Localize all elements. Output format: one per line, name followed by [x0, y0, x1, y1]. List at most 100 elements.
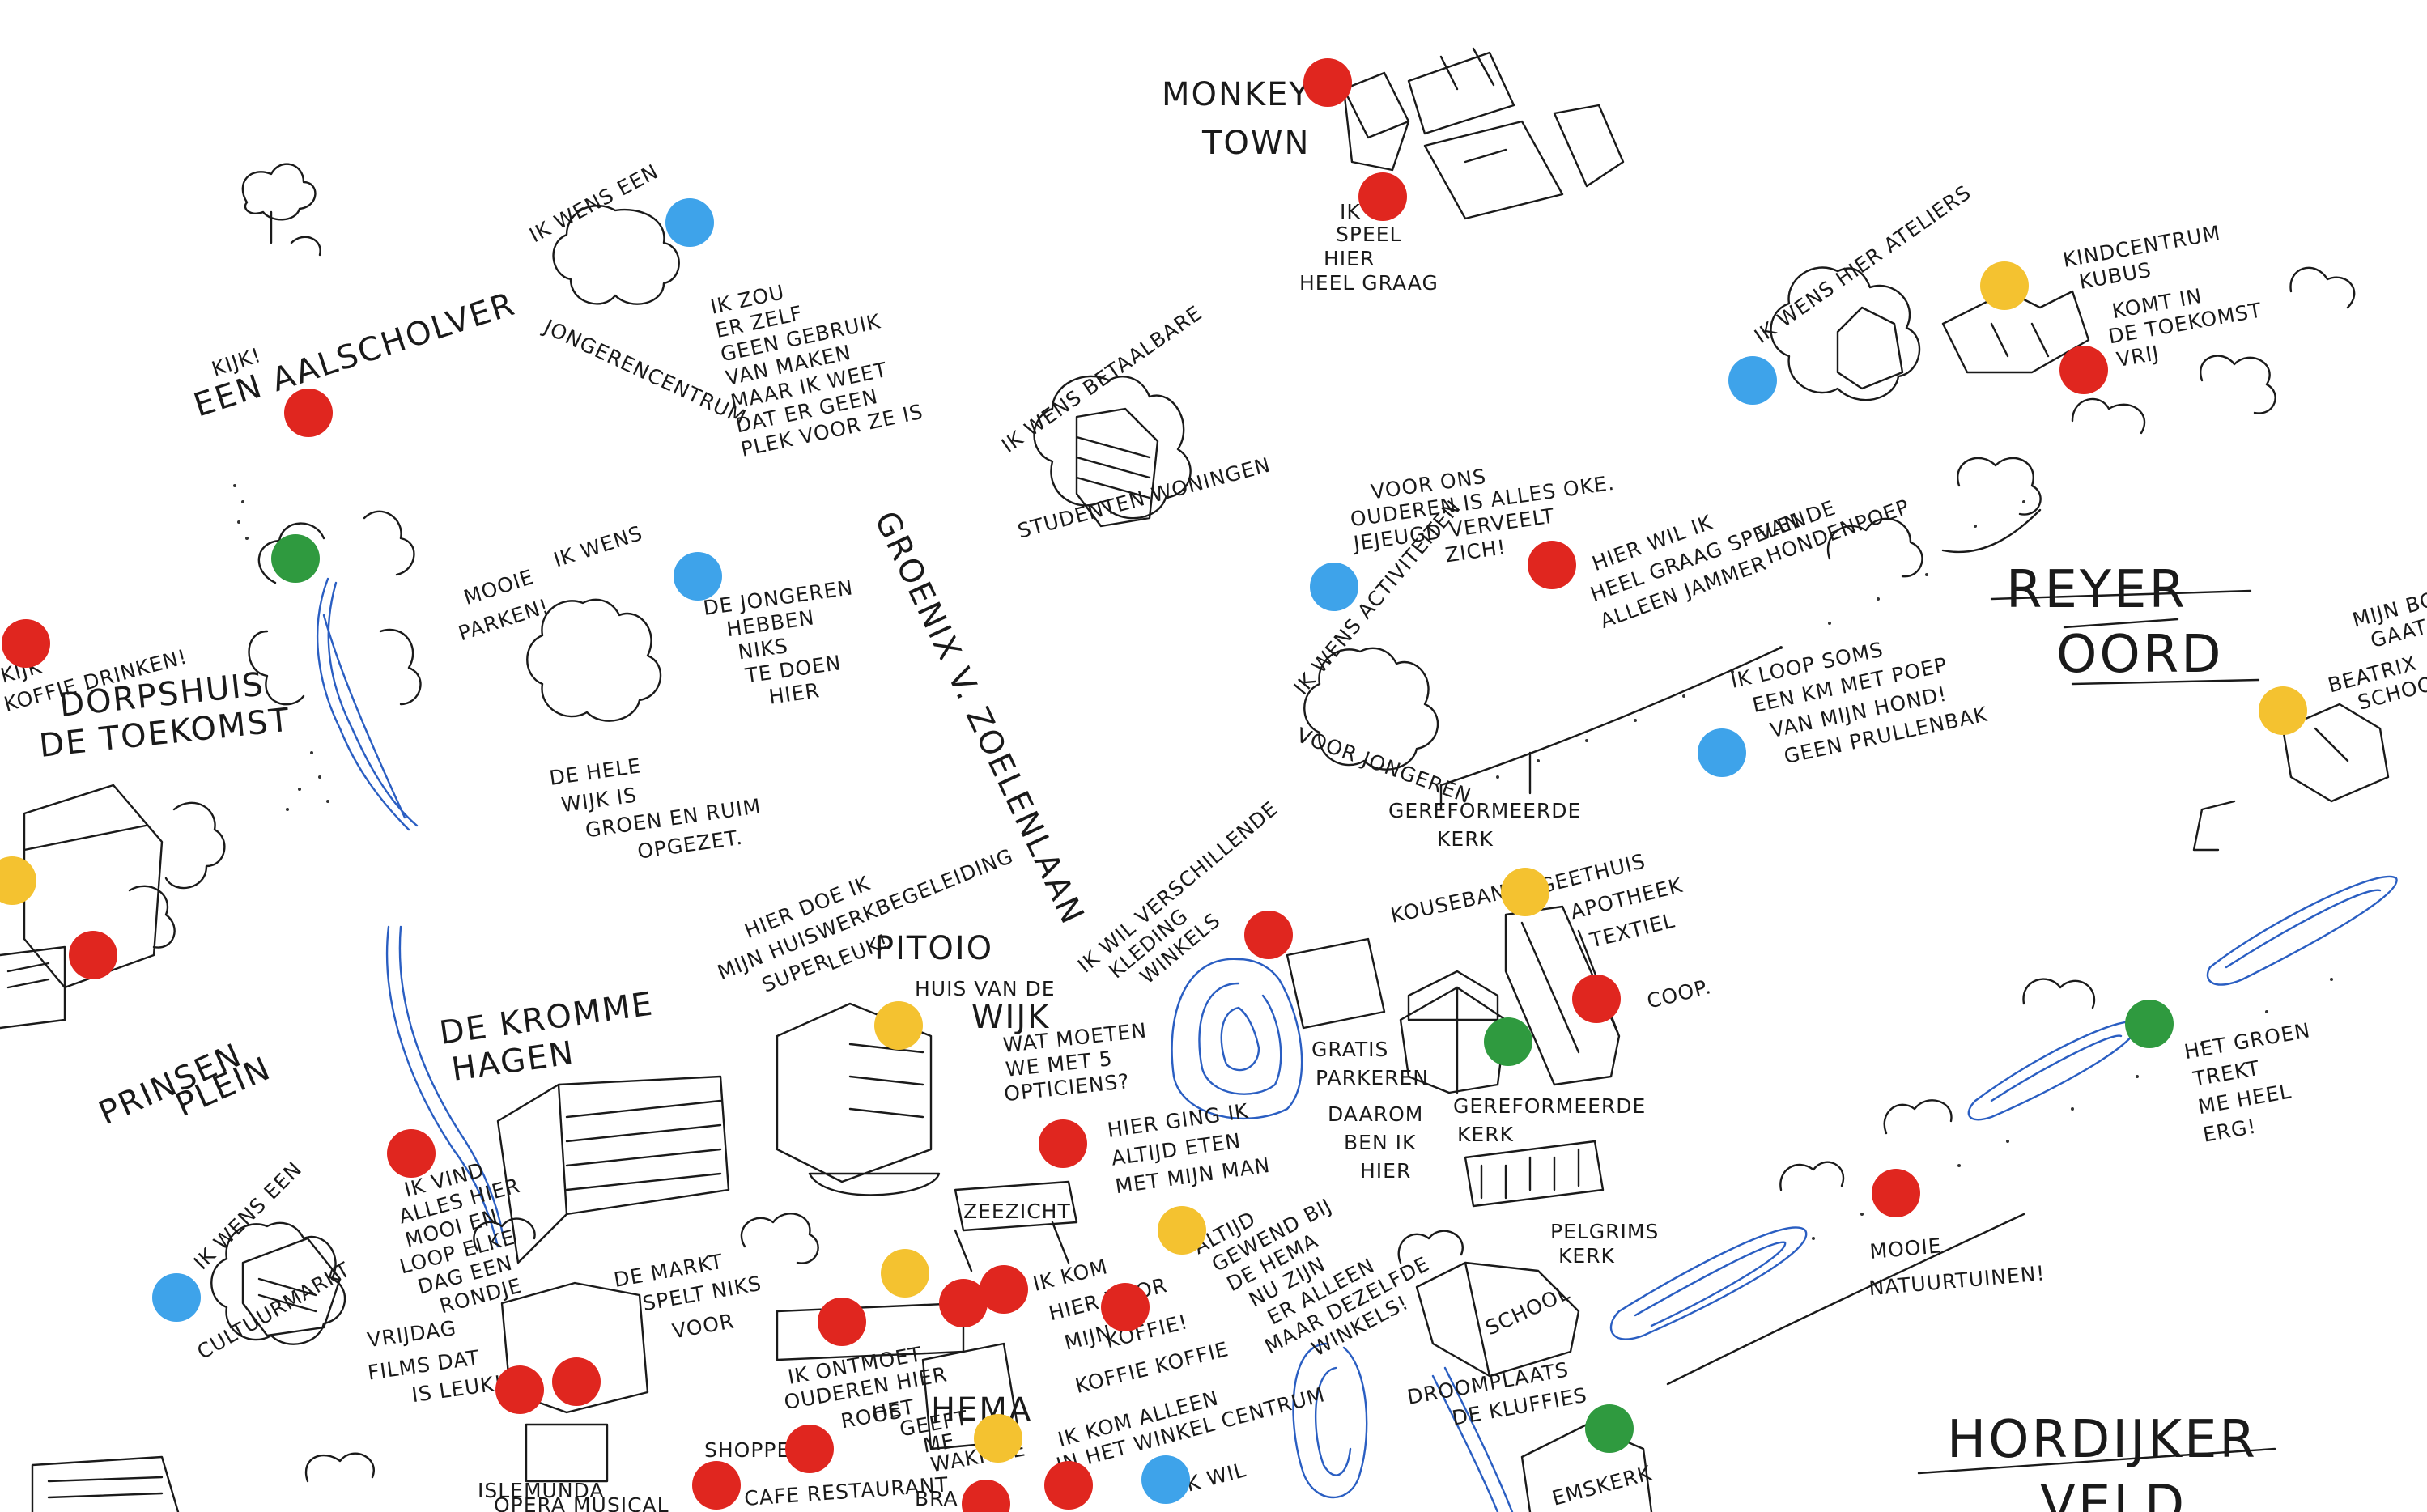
note-pelgrims: PELGRIMS KERK	[1550, 1220, 1659, 1268]
river-sw	[1431, 1366, 1514, 1512]
marker-vrijdag-2[interactable]	[552, 1357, 601, 1406]
note-vrijdag: VRIJDAG FILMS DAT IS LEUK!	[366, 1316, 505, 1407]
marker-kindcentrum[interactable]	[2059, 346, 2108, 394]
note-line: NATUURTUINEN!	[1868, 1261, 2046, 1300]
note-eten-man: HIER GING IK ALTIJD ETEN MET MIJN MAN	[1106, 1099, 1272, 1199]
note-line: HEEL GRAAG	[1299, 271, 1439, 295]
marker-ateliers-blue[interactable]	[1728, 356, 1777, 405]
label-veld: VELD	[2040, 1475, 2187, 1512]
cloud-parken	[526, 598, 662, 722]
marker-gereformeerde[interactable]	[1484, 1017, 1532, 1066]
note-line: IK WENS	[550, 521, 645, 572]
cloud-jongerencentrum	[552, 204, 680, 305]
building-dorpshuis	[0, 784, 164, 1030]
note-hele-wijk: DE HELE WIJK IS GROEN EN RUIM OPGEZET.	[548, 754, 763, 863]
note-line: OPERA MUSICAL	[494, 1493, 669, 1512]
marker-hondenpoep[interactable]	[1528, 541, 1576, 589]
note-mooie-parken: MOOIE PARKEN! IK WENS	[456, 521, 646, 646]
note-line: COOP.	[1644, 975, 1714, 1013]
note-line: SPEEL	[1336, 223, 1401, 246]
tree-cloud-nw	[241, 163, 321, 257]
cloud-activiteiten	[1303, 647, 1439, 771]
marker-activiteiten[interactable]	[1310, 563, 1358, 611]
marker-jongeren-niks[interactable]	[674, 552, 722, 601]
marker-dorpshuis-red[interactable]	[69, 931, 117, 979]
marker-cultuur[interactable]	[152, 1273, 201, 1322]
note-droomplaats: DROOMPLAATS DE KLUFFIES	[1405, 1357, 1589, 1429]
note-line: BEN IK	[1344, 1131, 1416, 1154]
buildings	[0, 47, 2390, 1512]
note-line: WIJK IS	[560, 783, 639, 817]
marker-hema-1[interactable]	[818, 1298, 866, 1346]
tree-cloud-park	[248, 510, 422, 706]
note-ik-speel: IK SPEEL HIER HEEL GRAAG	[1299, 200, 1439, 295]
pond-south	[1292, 1342, 1368, 1499]
pond-ellipse-1	[1609, 1226, 1808, 1340]
note-line: PELGRIMS	[1550, 1220, 1659, 1243]
note-line: GEREFORMEERDE	[1388, 799, 1581, 822]
marker-park-green[interactable]	[271, 534, 320, 583]
tree-row-south-east	[1779, 978, 2096, 1191]
sign-gratis-parkeren	[1286, 937, 1386, 1030]
label-monkey: MONKEY	[1162, 76, 1311, 113]
note-gratis: GRATIS PARKEREN DAAROM BEN IK HIER	[1311, 1038, 1428, 1183]
marker-hema-3[interactable]	[980, 1265, 1028, 1314]
marker-hema-yellow[interactable]	[974, 1414, 1022, 1463]
marker-vrijdag-1[interactable]	[495, 1365, 544, 1414]
note-cultuur-wish: IK WENS EEN	[189, 1157, 307, 1274]
marker-beatrix[interactable]	[2259, 686, 2307, 735]
marker-natuurtuinen[interactable]	[1872, 1169, 1920, 1217]
path-poep-road	[1439, 646, 1783, 811]
marker-jongerencentrum[interactable]	[665, 198, 714, 247]
pond-ellipse-2	[1967, 1021, 2139, 1121]
marker-islemunda[interactable]	[692, 1461, 741, 1510]
marker-shoppen[interactable]	[785, 1425, 834, 1473]
marker-bottom-red-1[interactable]	[962, 1480, 1010, 1512]
marker-ateliers[interactable]	[1980, 261, 2029, 310]
tree-cluster-market	[473, 1213, 819, 1264]
note-line: HIER	[1360, 1159, 1411, 1183]
marker-koffie[interactable]	[1101, 1283, 1150, 1331]
street-hordijker	[1917, 589, 2276, 1475]
marker-markt[interactable]	[881, 1249, 929, 1298]
label-pitoio: PITOIO	[874, 930, 993, 967]
note-hondenpoep: HIER WIL IK HEEL GRAAG SPELEN ALLEEN JAM…	[1588, 495, 1913, 633]
note-kleding: IK WIL VERSCHILLENDE KLEDING WINKELS	[1073, 796, 1282, 988]
note-bra: BRA	[915, 1487, 958, 1510]
marker-dorpshuis-yellow[interactable]	[0, 856, 36, 905]
label-wijk: WIJK	[971, 999, 1050, 1036]
note-gereformeerde-top: GEREFORMEERDE KERK	[1388, 799, 1581, 851]
marker-groen-trekt[interactable]	[2125, 1000, 2174, 1048]
note-apotheek: GEETHUIS APOTHEEK TEXTIEL COOP.	[1537, 849, 1714, 1013]
marker-ik-wil[interactable]	[1141, 1455, 1190, 1504]
marker-droomplaats[interactable]	[1585, 1404, 1634, 1453]
note-ik-zou: IK ZOU ER ZELF GEEN GEBRUIK VAN MAKEN MA…	[708, 280, 925, 461]
marker-altijd[interactable]	[1158, 1206, 1206, 1255]
marker-dorpshuis[interactable]	[2, 619, 50, 668]
marker-aalscholver[interactable]	[284, 389, 333, 437]
marker-apotheek[interactable]	[1501, 868, 1549, 916]
note-beatrix: MIJN BO GAAT H BEATRIX SCHOO	[2326, 587, 2427, 714]
note-poep-hond: IK LOOP SOMS EEN KM MET POEP VAN MIJN HO…	[1728, 638, 1990, 769]
marker-monkey-town-1[interactable]	[1303, 58, 1352, 107]
marker-monkey-town-2[interactable]	[1358, 172, 1407, 221]
marker-bottom-red-2[interactable]	[1044, 1461, 1093, 1510]
note-jongerencentrum-wish: IK WENS EEN	[525, 159, 662, 247]
note-opticiens: WAT MOETEN WE MET 5 OPTICIENS?	[1002, 1018, 1149, 1106]
note-natuurtuinen: MOOIE NATUURTUINEN!	[1868, 1234, 2046, 1300]
building-beatrix-school	[2281, 703, 2390, 803]
marker-eten-man[interactable]	[1039, 1119, 1087, 1168]
note-line: GRATIS	[1311, 1038, 1388, 1061]
roads	[1439, 589, 2276, 1475]
marker-pitoio[interactable]	[874, 1001, 923, 1050]
marker-hema-2[interactable]	[939, 1279, 988, 1327]
marker-kromme-hagen[interactable]	[387, 1129, 436, 1178]
marker-poep-hond[interactable]	[1698, 728, 1746, 777]
tree-row-east	[1826, 266, 2356, 578]
note-voor-jongeren: VOOR JONGEREN	[1294, 723, 1474, 808]
water-features	[317, 577, 2398, 1512]
marker-kleding[interactable]	[1244, 911, 1293, 959]
marker-coop[interactable]	[1572, 975, 1621, 1023]
tree-cloud-dorpshuis	[128, 801, 226, 949]
